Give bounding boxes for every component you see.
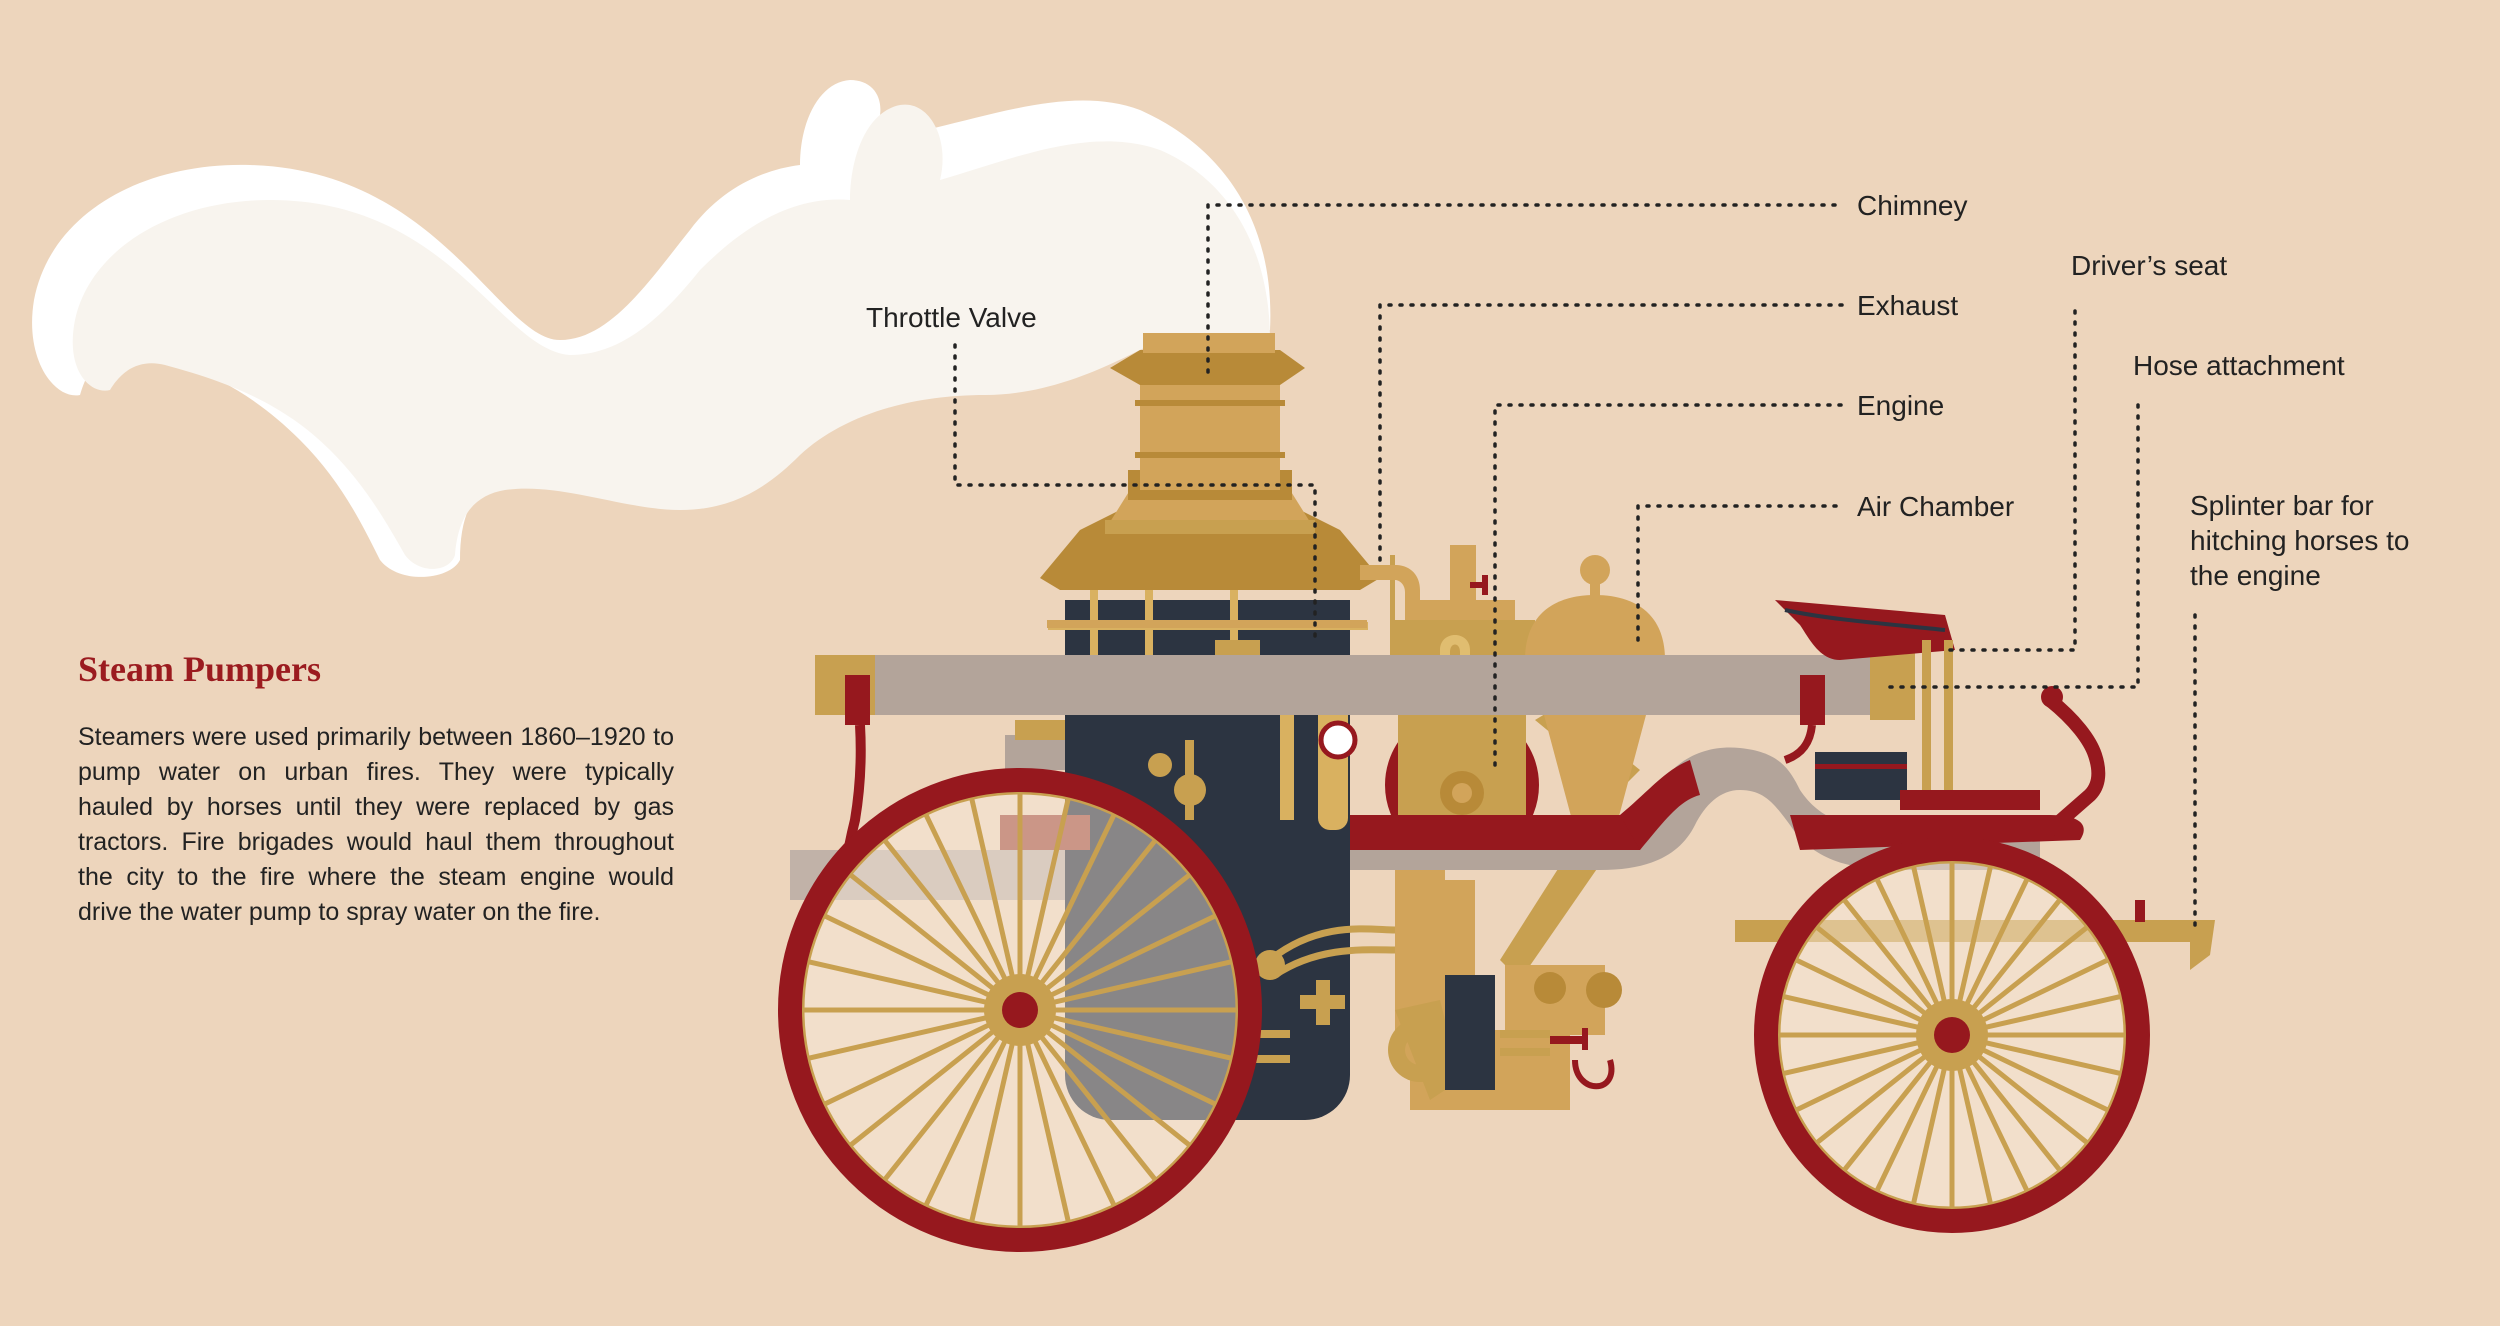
chassis bbox=[815, 650, 2084, 871]
rear-wheel bbox=[778, 768, 1262, 1252]
label-hose-attachment: Hose attachment bbox=[2133, 350, 2345, 381]
exhaust-leader bbox=[1378, 303, 1845, 562]
chimney-assembly bbox=[1040, 333, 1380, 628]
drivers-seat-leader bbox=[1948, 303, 2077, 652]
label-engine: Engine bbox=[1857, 390, 1945, 421]
front-wheel bbox=[1754, 837, 2150, 1233]
label-drivers-seat: Driver’s seat bbox=[2071, 250, 2228, 281]
smoke-plume bbox=[32, 80, 1271, 577]
throttle-valve-leader bbox=[953, 343, 1317, 642]
engine-leader bbox=[1493, 403, 1845, 767]
air-chamber bbox=[1525, 555, 1665, 850]
chimney-leader bbox=[1206, 203, 1845, 374]
description-paragraph: Steamers were used primarily between 186… bbox=[78, 723, 674, 926]
pump-assembly bbox=[1255, 850, 1622, 1110]
label-chimney: Chimney bbox=[1857, 190, 1968, 221]
air-chamber-leader bbox=[1636, 504, 1845, 642]
page-title: Steam Pumpers bbox=[78, 649, 321, 689]
leader-lines bbox=[953, 203, 2197, 927]
label-throttle-valve: Throttle Valve bbox=[866, 302, 1037, 333]
label-air-chamber: Air Chamber bbox=[1857, 491, 2015, 522]
label-exhaust: Exhaust bbox=[1857, 290, 1959, 321]
label-splinter-bar: Splinter bar for hitching horses to the … bbox=[2190, 490, 2410, 591]
drivers-seat bbox=[1775, 600, 2106, 837]
